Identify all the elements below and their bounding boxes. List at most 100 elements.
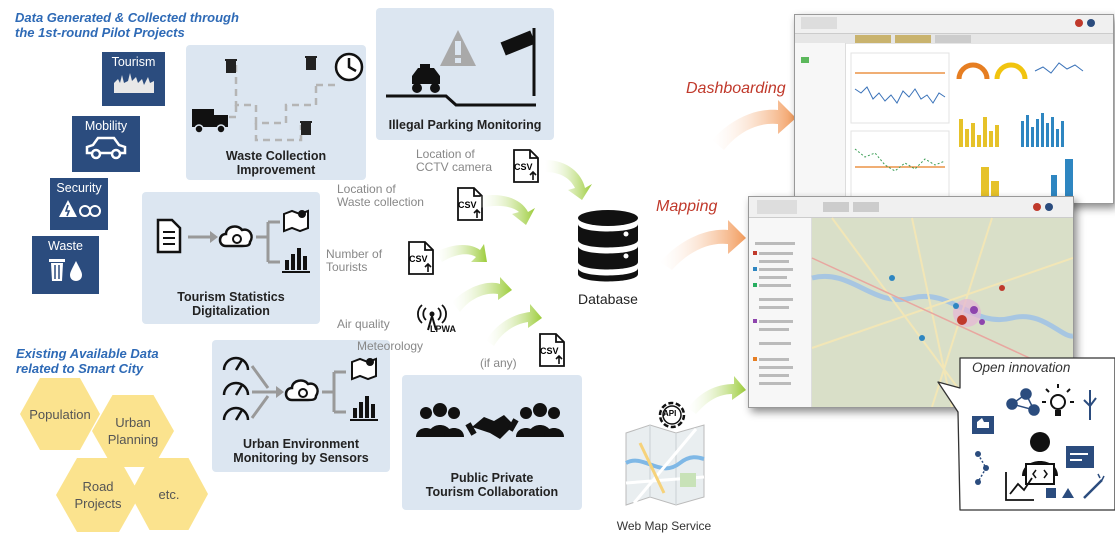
- orange-arrow-mapping: [660, 220, 746, 270]
- waste-location-line1: Location of: [337, 182, 396, 196]
- panel-urban-environment: Urban Environment Monitoring by Sensors: [212, 340, 390, 472]
- map-user-icon: [1033, 203, 1041, 211]
- api-label: API: [663, 409, 677, 418]
- open-innovation-callout: Open innovation: [930, 352, 1115, 512]
- parking-panel-title: Illegal Parking Monitoring: [388, 118, 542, 132]
- dashboard-user-icon: [1075, 19, 1083, 27]
- waste-route-graphic: [192, 52, 364, 142]
- handshake-icon: [465, 415, 519, 439]
- map-layer-panel: [749, 218, 812, 407]
- cloud-sync-icon: [218, 225, 253, 248]
- network-icon: [1006, 388, 1040, 416]
- orange-arrow-dashboarding: [712, 100, 796, 150]
- tile-waste-label: Waste: [48, 239, 83, 253]
- security-handcuffs-icon: [59, 200, 101, 217]
- map-header: [749, 197, 1073, 218]
- shapes-icon: [1046, 488, 1074, 498]
- trash-drop-icon: [48, 259, 82, 281]
- if-any-label: (if any): [480, 356, 517, 370]
- dashboard-sidebar: [795, 43, 846, 203]
- waste-panel-title-line2: Improvement: [236, 163, 316, 177]
- dashboard-sidebar-button: [801, 57, 809, 63]
- green-arrow-waste: [480, 194, 535, 225]
- panel-tourism-statistics: Tourism Statistics Digitalization: [142, 192, 320, 324]
- bar-chart-icon-2: [350, 396, 378, 421]
- map-tab-1: [823, 202, 849, 212]
- taxi-icon: [412, 64, 440, 93]
- thumbs-up-icon: [972, 416, 994, 434]
- meteorology-label: Meteorology: [357, 339, 424, 353]
- pilot-data-title-line1: Data Generated & Collected through: [15, 10, 239, 25]
- cloud-sync-icon-2: [284, 379, 319, 402]
- tile-mobility-label: Mobility: [84, 119, 128, 133]
- waste-location-label: Location of Waste collection: [337, 183, 424, 209]
- waste-panel-title-line1: Waste Collection: [225, 149, 327, 163]
- air-quality-label: Air quality: [337, 317, 390, 331]
- pilot-data-title: Data Generated & Collected through the 1…: [15, 10, 239, 40]
- tourism-panel-title-line2: Digitalization: [192, 304, 270, 318]
- database-label: Database: [578, 291, 638, 307]
- map-tab-2: [853, 202, 879, 212]
- cctv-location-line2: CCTV camera: [416, 160, 493, 174]
- lpwa-antenna-icon: LPWA: [417, 302, 456, 342]
- parking-graphic: [386, 28, 536, 107]
- tourism-digitalization-graphic: [156, 209, 310, 273]
- csv-file-icon-waste: CSV: [455, 186, 485, 222]
- panel-illegal-parking: Illegal Parking Monitoring: [376, 8, 554, 140]
- csv-label: CSV: [458, 200, 477, 210]
- city-skyline-icon: [113, 73, 154, 93]
- bar-chart-icon: [282, 248, 310, 273]
- existing-data-title-line1: Existing Available Data: [16, 346, 159, 361]
- lpwa-label: LPWA: [430, 324, 456, 334]
- csv-file-icon-cctv: CSV: [511, 148, 541, 184]
- tourists-number-line2: Tourists: [326, 260, 368, 274]
- api-gear-icon: API: [654, 397, 690, 433]
- map-logo: [757, 200, 797, 214]
- collaboration-graphic: [416, 403, 564, 439]
- panel-public-private: Public Private Tourism Collaboration: [402, 375, 582, 510]
- csv-label: CSV: [540, 346, 559, 356]
- dashboard-screenshot: [794, 14, 1114, 204]
- dashboard-tab-3: [935, 35, 971, 43]
- dashboard-tab-1: [855, 35, 891, 43]
- cctv-camera-icon: [500, 28, 536, 96]
- green-arrow-cctv: [545, 160, 592, 200]
- people-group-icon-left: [416, 403, 464, 437]
- hex-urban-planning-line2: Planning: [107, 432, 159, 447]
- document-icon: [156, 218, 182, 254]
- csv-label: CSV: [409, 254, 428, 264]
- map-pin-icon-2: [351, 357, 377, 381]
- hex-etc: etc.: [130, 458, 208, 530]
- green-arrow-tourists: [436, 244, 487, 262]
- dashboard-charts: [850, 52, 1084, 198]
- lightbulb-icon: [1042, 384, 1074, 416]
- trash-bin-icons: [225, 56, 317, 135]
- car-icon: [85, 136, 127, 160]
- tile-waste: Waste: [32, 236, 99, 294]
- garbage-truck-icon: [192, 109, 228, 134]
- urban-panel-title-line1: Urban Environment: [243, 437, 359, 451]
- tile-security-label: Security: [56, 181, 102, 195]
- dashboarding-label: Dashboarding: [686, 80, 786, 97]
- existing-data-title: Existing Available Data related to Smart…: [16, 346, 159, 376]
- database-icon: [578, 210, 638, 282]
- tile-security: Security: [50, 178, 108, 230]
- open-innovation-label: Open innovation: [972, 360, 1071, 375]
- dashboard-logo: [801, 17, 837, 29]
- database: Database: [568, 208, 648, 307]
- hex-population-label: Population: [29, 406, 91, 422]
- magic-wand-icon: [1083, 473, 1105, 499]
- cctv-location-line1: Location of: [416, 147, 475, 161]
- callout-bubble: [937, 357, 1115, 511]
- tile-mobility: Mobility: [72, 116, 140, 172]
- developer-icon: [1022, 432, 1058, 485]
- tourists-number-line1: Number of: [326, 247, 383, 261]
- web-map-service-label: Web Map Service: [616, 519, 712, 533]
- existing-data-title-line2: related to Smart City: [16, 361, 144, 376]
- green-arrow-webmap: [688, 376, 746, 414]
- hex-road-projects-line1: Road: [82, 479, 114, 494]
- map-lang-icon: [1045, 203, 1053, 211]
- folded-map-icon: [625, 424, 705, 506]
- tile-tourism: Tourism: [102, 52, 165, 106]
